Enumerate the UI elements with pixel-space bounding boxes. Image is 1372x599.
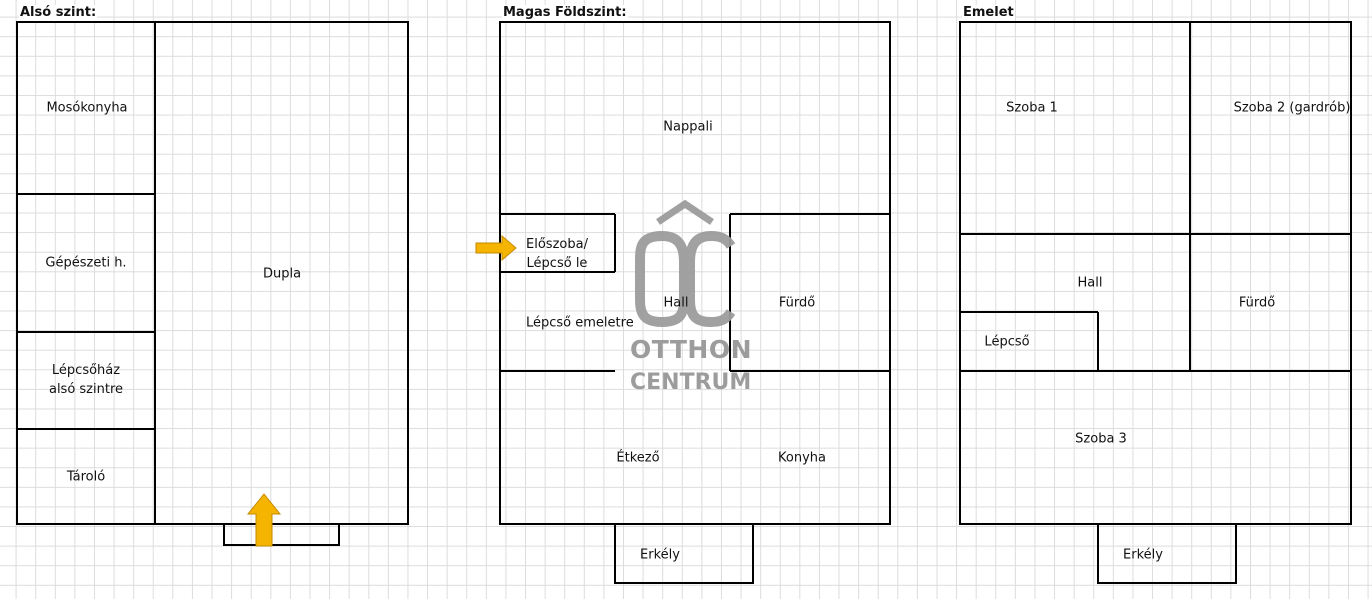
ground-level-title: Magas Földszint: [502,5,628,21]
lower-level-title: Alsó szint: [19,5,98,21]
watermark-line1: OTTHON [630,335,753,364]
room-gepeszeti: Gépészeti h. [45,255,127,271]
room-szoba2: Szoba 2 (gardrób) [1233,100,1351,116]
room-hall-ground: Hall [663,295,689,311]
room-lepcsohaz: Lépcsőház alsó szintre [49,361,123,399]
room-nappali: Nappali [663,119,713,135]
room-eloszoba-line2: Lépcső le [526,256,588,271]
room-erkely-ground: Erkély [640,547,680,563]
room-furdo-upper: Fürdő [1238,295,1276,311]
room-mosokonyha: Mosókonyha [46,100,128,116]
upper-level-outline [959,21,1352,525]
room-dupla: Dupla [262,266,302,282]
room-erkely-upper: Erkély [1123,547,1163,563]
room-tarolo: Tároló [66,469,106,485]
lower-entrance-step [223,523,340,546]
upper-level-title: Emelet [962,5,1015,21]
room-lepcsohaz-line2: alsó szintre [48,382,124,397]
room-etkezo: Étkező [616,450,660,466]
ground-erkely-outline [614,523,754,584]
ground-entrance-arrow-icon [475,234,517,262]
room-lepcso-upper: Lépcső [984,334,1030,350]
watermark-logo-icon [635,199,736,328]
room-szoba3: Szoba 3 [1075,431,1127,447]
room-lepcsohaz-line1: Lépcsőház [51,363,121,378]
room-eloszoba-line1: Előszoba/ [526,237,588,252]
room-furdo-ground: Fürdő [778,295,816,311]
upper-erkely-outline [1097,523,1237,584]
lower-entrance-arrow-icon [246,493,282,547]
room-hall-upper: Hall [1077,275,1103,291]
room-konyha: Konyha [778,450,826,466]
room-eloszoba: Előszoba/ Lépcső le [526,235,588,273]
lower-level-outline [16,21,409,525]
room-lepcso-emeletre: Lépcső emeletre [526,315,634,331]
room-szoba1: Szoba 1 [1006,100,1058,116]
watermark-line2: CENTRUM [630,370,752,395]
